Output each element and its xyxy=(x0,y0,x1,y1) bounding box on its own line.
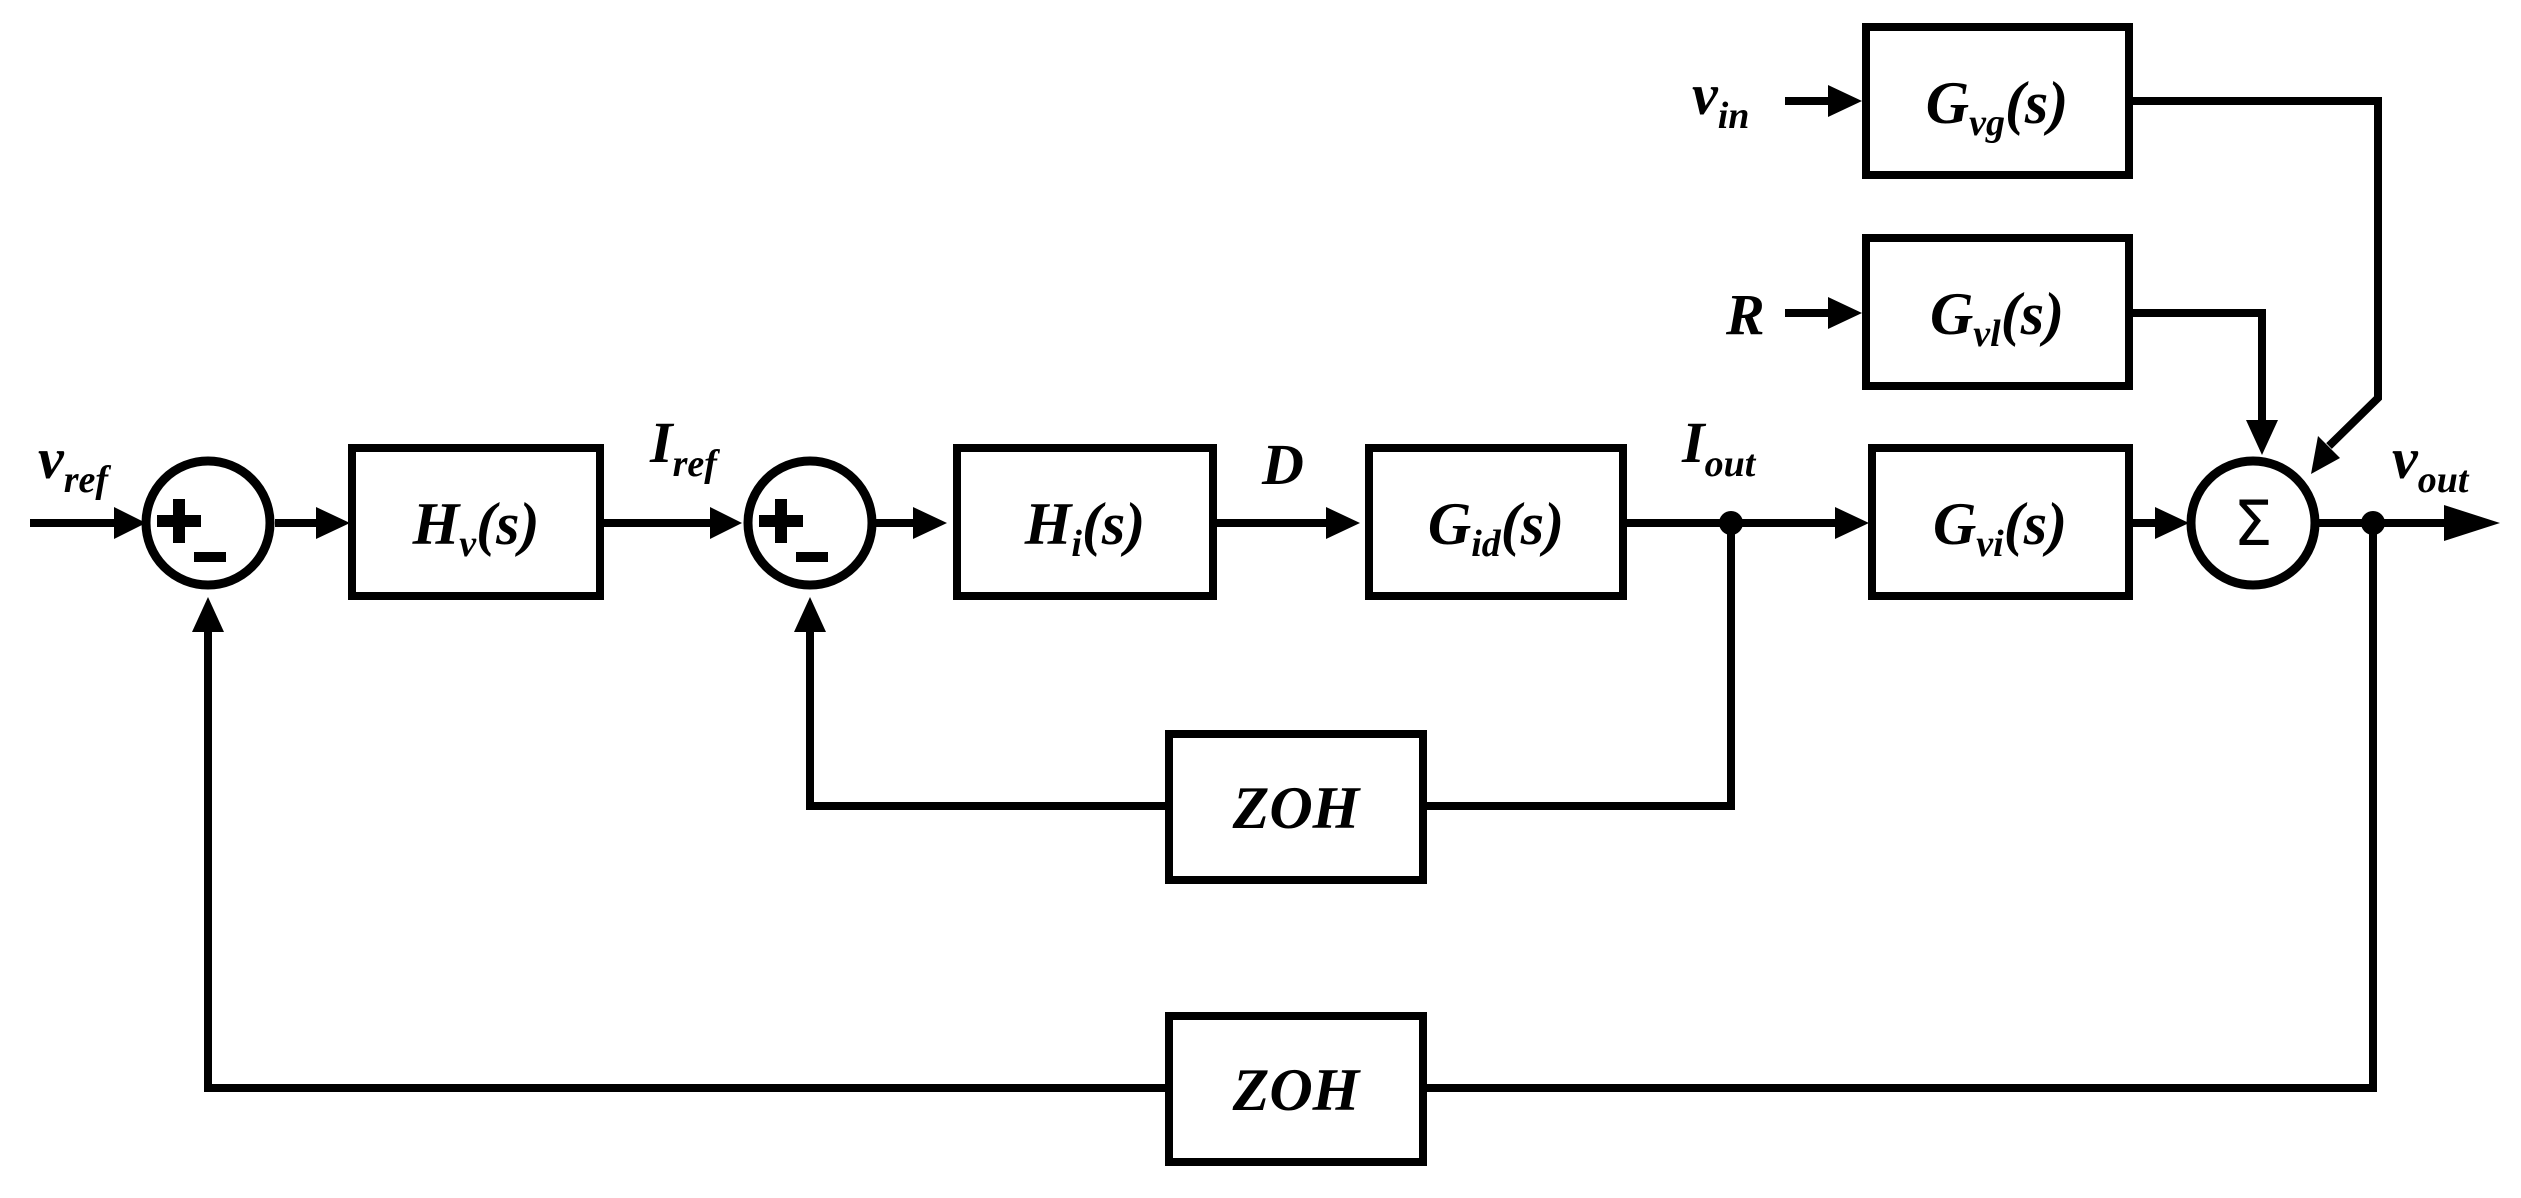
summing-junction-sigma: Σ xyxy=(2186,456,2320,590)
wire-zoh-sum2 xyxy=(806,628,1169,810)
block-hi: Hi(s) xyxy=(953,444,1217,600)
block-gvl-arg: (s) xyxy=(2001,281,2064,347)
block-zoh-outer: ZOH xyxy=(1165,1012,1427,1166)
block-gvl: Gvl(s) xyxy=(1862,234,2133,390)
block-gvg: Gvg(s) xyxy=(1862,23,2133,179)
wires xyxy=(30,97,2449,1092)
block-hi-sub: i xyxy=(1071,523,1082,565)
block-hv-arg: (s) xyxy=(476,491,539,557)
block-gvg-base: G xyxy=(1926,70,1969,136)
block-hv-sub: v xyxy=(459,523,477,565)
arrowhead-gvl-in xyxy=(1828,297,1862,329)
sigma-symbol: Σ xyxy=(2233,487,2272,560)
block-gvg-sub: vg xyxy=(1969,102,2005,144)
arrowhead-sigma-in xyxy=(2155,507,2189,539)
arrowhead-sum1-in xyxy=(114,507,146,539)
block-hi-arg: (s) xyxy=(1082,491,1145,557)
label-v-in: vin xyxy=(1692,62,1749,137)
block-gvi-arg: (s) xyxy=(2004,491,2067,557)
wire-gvl-sigma xyxy=(2129,309,2266,424)
arrowhead-gvi-in xyxy=(1835,507,1869,539)
arrowhead-output xyxy=(2444,505,2500,541)
svg-text:Hv(s): Hv(s) xyxy=(412,491,540,565)
arrowhead-sum2-bottom xyxy=(794,597,826,632)
arrowhead-sigma-diag xyxy=(2311,436,2340,474)
arrowhead-sigma-top xyxy=(2246,420,2278,455)
svg-text:Gid(s): Gid(s) xyxy=(1428,491,1564,565)
block-gvl-sub: vl xyxy=(1973,313,2001,355)
arrowheads xyxy=(114,85,2500,632)
label-d: D xyxy=(1261,432,1304,497)
svg-text:Gvi(s): Gvi(s) xyxy=(1933,491,2067,565)
minus-sign xyxy=(796,552,828,562)
label-i-ref: Iref xyxy=(649,410,720,485)
arrowhead-gvg-in xyxy=(1828,85,1862,117)
block-gvl-base: G xyxy=(1930,281,1973,347)
block-gvi-base: G xyxy=(1933,491,1976,557)
junction-vout xyxy=(2361,511,2385,535)
plus-sign-vertical xyxy=(173,499,185,543)
block-zoh-inner-label: ZOH xyxy=(1232,775,1362,841)
label-i-out: Iout xyxy=(1681,410,1757,485)
svg-text:Gvl(s): Gvl(s) xyxy=(1930,281,2064,355)
plus-sign-vertical xyxy=(775,499,787,543)
junction-iout xyxy=(1719,511,1743,535)
block-zoh-inner: ZOH xyxy=(1165,730,1427,884)
block-gid-base: G xyxy=(1428,491,1471,557)
label-r: R xyxy=(1725,282,1765,347)
block-gid-arg: (s) xyxy=(1501,491,1564,557)
arrowhead-sum2-in xyxy=(710,507,742,539)
arrowhead-hv-in xyxy=(316,507,350,539)
arrowhead-sum1-bottom xyxy=(192,597,224,632)
block-hi-base: H xyxy=(1024,491,1074,557)
block-hv: Hv(s) xyxy=(348,444,604,600)
summing-junction-inner xyxy=(743,456,877,590)
wire-vout-zoh xyxy=(1423,523,2377,1092)
arrowhead-gid-in xyxy=(1326,507,1360,539)
label-v-ref: vref xyxy=(38,426,111,501)
minus-sign xyxy=(194,552,226,562)
block-gid: Gid(s) xyxy=(1365,444,1627,600)
block-zoh-outer-label: ZOH xyxy=(1232,1057,1362,1123)
wire-iout-zoh xyxy=(1423,523,1735,810)
block-hv-base: H xyxy=(412,491,462,557)
svg-text:Hi(s): Hi(s) xyxy=(1024,491,1146,565)
wire-gvg-sigma xyxy=(2129,97,2382,449)
wire-zoh-sum1 xyxy=(204,628,1169,1092)
block-gvg-arg: (s) xyxy=(2005,70,2068,136)
block-gid-sub: id xyxy=(1471,523,1502,565)
svg-text:Gvg(s): Gvg(s) xyxy=(1926,70,2069,144)
block-gvi-sub: vi xyxy=(1976,523,2004,565)
arrowhead-hi-in xyxy=(913,507,947,539)
block-gvi: Gvi(s) xyxy=(1868,444,2133,600)
summing-junction-outer xyxy=(141,456,275,590)
label-v-out: vout xyxy=(2392,426,2470,501)
